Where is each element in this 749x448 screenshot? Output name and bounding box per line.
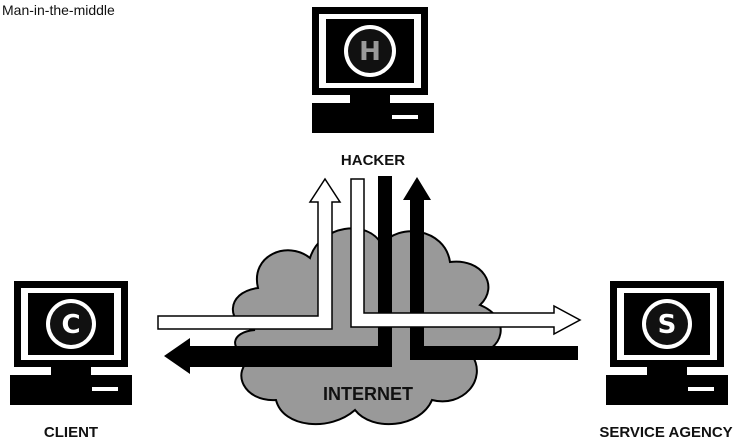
hacker-label: HACKER — [341, 152, 405, 169]
hacker-computer-icon: H — [312, 7, 434, 133]
client-computer-icon: C — [10, 281, 132, 405]
service-agency-label: SERVICE AGENCY — [599, 424, 732, 441]
service-initial: S — [658, 310, 677, 340]
internet-label: INTERNET — [323, 384, 413, 404]
client-to-hacker-arrow — [157, 177, 342, 330]
client-label: CLIENT — [44, 424, 98, 441]
hacker-to-client-arrow — [164, 176, 392, 374]
client-initial: C — [61, 310, 80, 340]
service-agency-computer-icon: S — [606, 281, 728, 405]
hacker-to-service-arrow — [350, 178, 582, 336]
diagram-title: Man-in-the-middle — [2, 2, 115, 18]
hacker-initial: H — [359, 37, 381, 67]
service-to-hacker-arrow — [403, 177, 578, 360]
